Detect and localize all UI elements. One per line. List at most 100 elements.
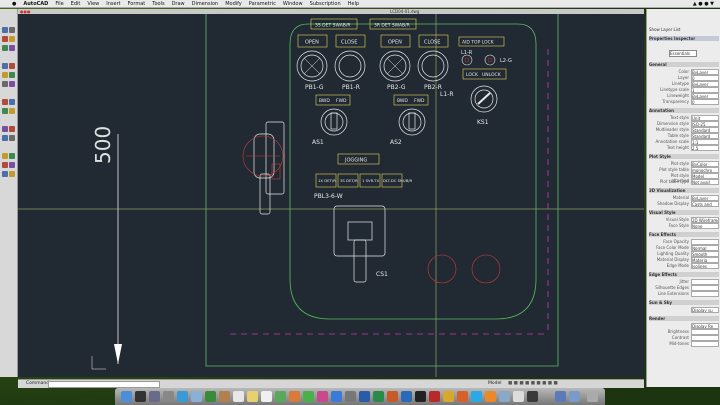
drawing-svg[interactable]: 500 3S DET SWAB/R 3R DET SWAB/R AID TOP … — [18, 14, 644, 377]
rectangle-tool-icon[interactable] — [2, 45, 8, 51]
menu-help[interactable]: Help — [347, 0, 360, 7]
window-controls[interactable]: ●●● — [20, 9, 31, 14]
chrome-icon[interactable] — [443, 391, 454, 402]
inspector-row-value[interactable]: Model — [691, 173, 719, 179]
inspector-row-value[interactable]: 1 — [691, 87, 719, 93]
app-store-icon[interactable] — [331, 391, 342, 402]
inspector-row-value[interactable]: 2.5 — [691, 145, 719, 151]
inspector-row-value[interactable]: ByLayer — [691, 81, 719, 87]
inspector-row-value[interactable]: Normal — [691, 245, 719, 251]
mission-control-icon[interactable] — [149, 391, 160, 402]
inspector-row-value[interactable]: Standard — [691, 133, 719, 139]
inspector-tab[interactable]: Properties Inspector — [649, 36, 719, 41]
extend-tool-icon[interactable] — [2, 99, 8, 105]
inspector-section-header[interactable]: Plot Style — [649, 154, 719, 159]
trim-tool-icon[interactable] — [9, 81, 15, 87]
inspector-section-header[interactable]: Visual Style — [649, 210, 719, 215]
safari-icon[interactable] — [177, 391, 188, 402]
measure-tool-icon[interactable] — [9, 171, 15, 177]
outlook-icon[interactable] — [401, 391, 412, 402]
messages-icon[interactable] — [303, 391, 314, 402]
inspector-row-value[interactable] — [691, 279, 719, 285]
inspector-row-value[interactable]: ByLayer — [691, 93, 719, 99]
status-icons[interactable]: ■ ■ ■ ■ ■ ■ ■ ■ ■ — [508, 381, 558, 386]
inspector-row-value[interactable]: ByLayer — [691, 69, 719, 75]
firefox-icon[interactable] — [457, 391, 468, 402]
finder-icon[interactable] — [121, 391, 132, 402]
inspector-row-value[interactable]: 1:1 — [691, 139, 719, 145]
documents-icon[interactable] — [569, 391, 580, 402]
menu-view[interactable]: View — [87, 0, 100, 7]
polyline-tool-icon[interactable] — [9, 27, 15, 33]
inspector-row-value[interactable]: Smooth — [691, 251, 719, 257]
inspector-row-value[interactable]: Display su — [691, 307, 719, 313]
offset-tool-icon[interactable] — [2, 108, 8, 114]
fillet-tool-icon[interactable] — [9, 99, 15, 105]
textedit-icon[interactable] — [513, 391, 524, 402]
contacts-icon[interactable] — [219, 391, 230, 402]
facetime-icon[interactable] — [205, 391, 216, 402]
skype-icon[interactable] — [471, 391, 482, 402]
mirror-tool-icon[interactable] — [9, 72, 15, 78]
move-tool-icon[interactable] — [2, 63, 8, 69]
itunes-icon[interactable] — [317, 391, 328, 402]
inspector-section-header[interactable]: Edge Effects — [649, 272, 719, 277]
menu-file[interactable]: File — [55, 0, 64, 7]
dashboard-icon[interactable] — [135, 391, 146, 402]
inspector-row-value[interactable]: 2D Wireframe — [691, 217, 719, 223]
word-icon[interactable] — [359, 391, 370, 402]
text-tool-icon[interactable] — [2, 126, 8, 132]
inspector-section-header[interactable]: Face Effects — [649, 232, 719, 237]
rotate-tool-icon[interactable] — [2, 72, 8, 78]
inspector-section-header[interactable]: Render — [649, 316, 719, 321]
match-tool-icon[interactable] — [2, 171, 8, 177]
line-tool-icon[interactable] — [2, 27, 8, 33]
menu-draw[interactable]: Draw — [171, 0, 185, 7]
inspector-section-header[interactable]: General — [649, 62, 719, 67]
inspector-row-value[interactable]: Unit — [691, 115, 719, 121]
menu-modify[interactable]: Modify — [225, 0, 242, 7]
excel-icon[interactable] — [373, 391, 384, 402]
preferences-icon[interactable] — [345, 391, 356, 402]
inspector-row-value[interactable]: monochro — [691, 167, 719, 173]
inspector-row-value[interactable]: 0 — [691, 75, 719, 81]
menu-parametric[interactable]: Parametric — [248, 0, 276, 7]
inspector-row-value[interactable]: ByColor — [691, 161, 719, 167]
properties-tool-icon[interactable] — [9, 162, 15, 168]
terminal-icon[interactable] — [415, 391, 426, 402]
insert-tool-icon[interactable] — [9, 153, 15, 159]
inspector-section-header[interactable]: Annotation — [649, 108, 719, 113]
apple-icon[interactable]: ● — [12, 0, 17, 7]
inspector-row-value[interactable] — [691, 239, 719, 245]
maps-icon[interactable] — [275, 391, 286, 402]
copy-tool-icon[interactable] — [9, 63, 15, 69]
vlc-icon[interactable] — [485, 391, 496, 402]
inspector-row-value[interactable] — [691, 341, 719, 347]
menu-subscription[interactable]: Subscription — [309, 0, 341, 7]
preview-icon[interactable] — [499, 391, 510, 402]
hatch-tool-icon[interactable] — [9, 45, 15, 51]
inspector-row-value[interactable]: Materia — [691, 257, 719, 263]
menu-insert[interactable]: Insert — [106, 0, 121, 7]
inspector-row-value[interactable]: ISO-25 — [691, 121, 719, 127]
inspector-row-value[interactable] — [691, 291, 719, 297]
menu-format[interactable]: Format — [127, 0, 146, 7]
inspector-row-value[interactable]: Not avail — [691, 179, 719, 185]
inspector-row-value[interactable] — [691, 285, 719, 291]
inspector-row-value[interactable] — [691, 329, 719, 335]
launchpad-icon[interactable] — [163, 391, 174, 402]
inspector-row-value[interactable]: Display Re — [691, 323, 719, 329]
leader-tool-icon[interactable] — [2, 135, 8, 141]
model-tab[interactable]: Model — [488, 381, 502, 386]
scale-tool-icon[interactable] — [2, 81, 8, 87]
arc-tool-icon[interactable] — [9, 36, 15, 42]
autocad-icon[interactable] — [429, 391, 440, 402]
inspector-row-value[interactable]: Standard — [691, 127, 719, 133]
menu-edit[interactable]: Edit — [70, 0, 81, 7]
circle-tool-icon[interactable] — [2, 36, 8, 42]
dimension-tool-icon[interactable] — [9, 126, 15, 132]
menu-tools[interactable]: Tools — [152, 0, 165, 7]
inspector-row-value[interactable]: None — [691, 223, 719, 229]
menu-window[interactable]: Window — [282, 0, 303, 7]
inspector-row-value[interactable]: 0 — [691, 99, 719, 105]
